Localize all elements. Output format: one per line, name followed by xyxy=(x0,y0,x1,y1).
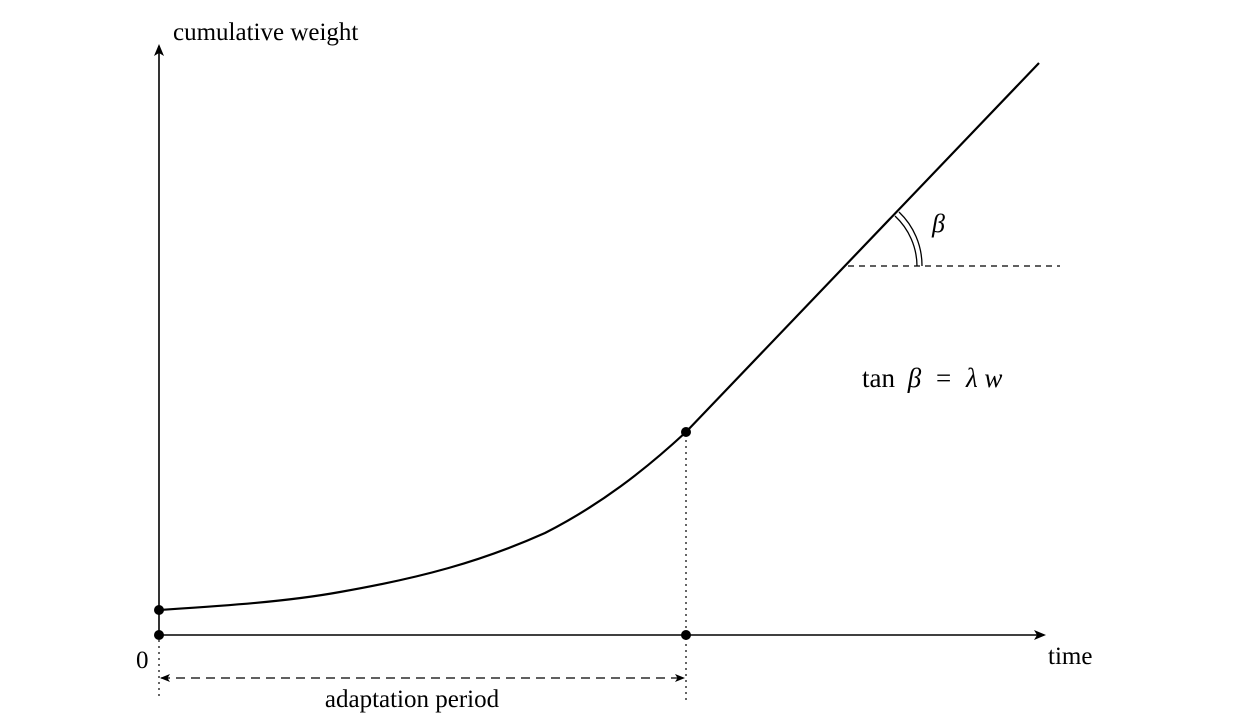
equation-equals: = xyxy=(936,363,951,393)
tangent-equation: tan β = λ w xyxy=(862,363,1002,393)
angle-label: β xyxy=(931,209,945,238)
equation-rate: λ xyxy=(965,363,978,393)
curve-transition-point xyxy=(681,427,691,437)
origin-point xyxy=(154,630,164,640)
equation-func: tan xyxy=(862,363,895,393)
x-axis-label: time xyxy=(1048,643,1092,670)
equation-angle: β xyxy=(907,363,922,393)
y-axis-label: cumulative weight xyxy=(173,19,358,46)
angle-arc-inner xyxy=(894,215,918,267)
adaptation-end-point xyxy=(681,630,691,640)
origin-label: 0 xyxy=(136,647,149,674)
adaptation-period-label: adaptation period xyxy=(325,686,500,713)
angle-arc-outer xyxy=(898,211,923,267)
cumulative-weight-curve xyxy=(158,62,1040,612)
equation-var: w xyxy=(984,363,1002,393)
curve-start-point xyxy=(154,605,164,615)
